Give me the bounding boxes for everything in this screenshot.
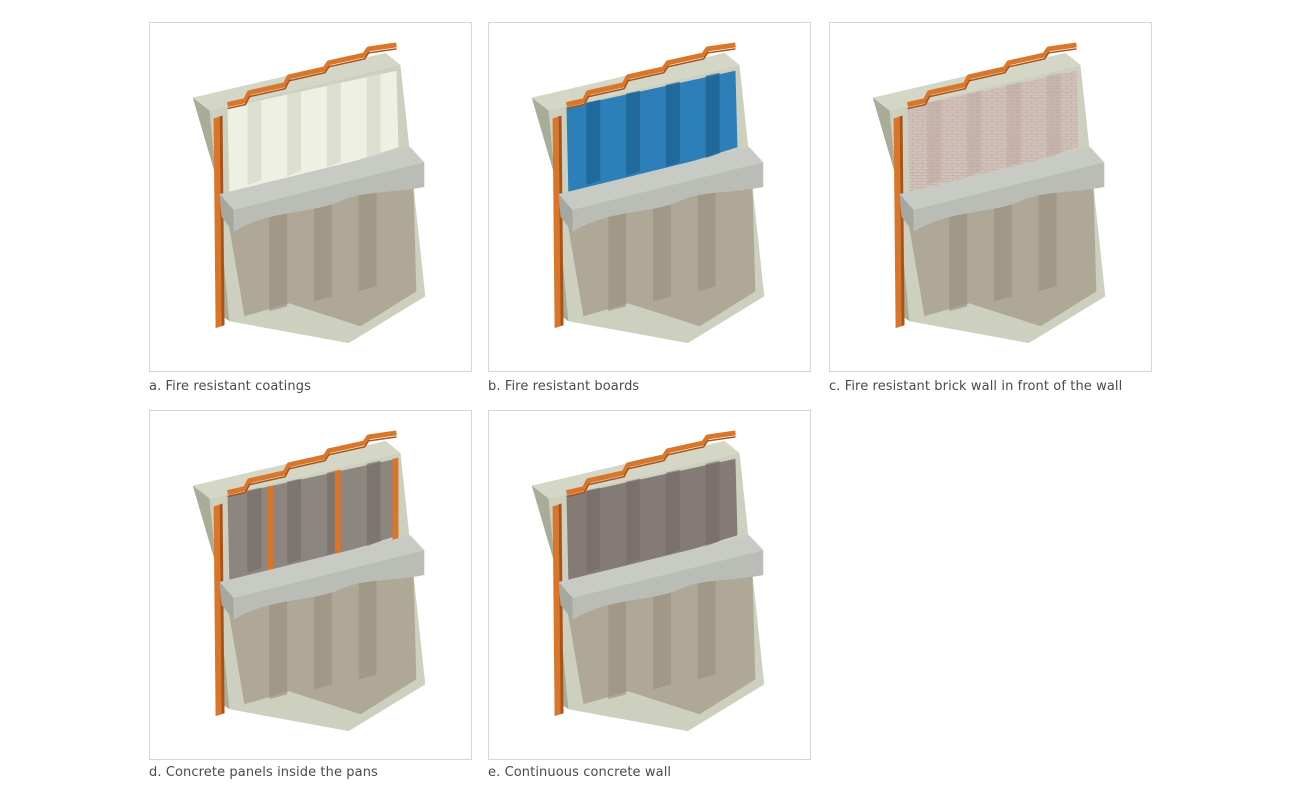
lower-wall-fold [358, 188, 377, 292]
steel-flange [267, 485, 274, 574]
lower-wall-fold [608, 207, 627, 312]
figure-e-caption: e. Continuous concrete wall [488, 765, 672, 780]
soil-top-face [531, 52, 740, 111]
steel-pile-edge-shadow [219, 503, 225, 715]
continuous-upper-surface [566, 458, 738, 588]
soil-top-face [872, 52, 1081, 111]
figure-e-illustration [531, 430, 765, 732]
pan-fold [626, 478, 641, 565]
figure-a-panel [149, 22, 472, 372]
pan-fold [927, 99, 942, 186]
soil-top-face [531, 440, 740, 499]
pan-fold [1046, 72, 1061, 159]
pan-fold [287, 478, 302, 565]
steel-pile-top-shadow [566, 48, 736, 110]
steel-flange [392, 457, 399, 546]
slab-front [572, 550, 764, 620]
slab-top [558, 147, 764, 210]
figure-b-illustration [531, 42, 765, 344]
slab-side [558, 194, 573, 232]
slab-front [233, 162, 425, 232]
pan-fold [586, 99, 601, 186]
slab-top [219, 147, 425, 210]
steel-pile-top [226, 42, 397, 108]
steel-pile-edge [552, 116, 561, 329]
figure-a-illustration [192, 42, 426, 344]
steel-pile-edge [893, 116, 902, 329]
slab-side [558, 582, 573, 620]
lower-wall-fold [697, 576, 716, 680]
pan-fold [626, 90, 641, 177]
steel-pile-edge-shadow [219, 115, 225, 327]
figure-d-illustration [192, 430, 426, 732]
soil-top-face [192, 52, 401, 111]
figure-b-panel [488, 22, 811, 372]
lower-wall-fold [993, 197, 1012, 302]
steel-pile-top [906, 42, 1077, 108]
pan-fold [967, 90, 982, 177]
steel-flange [334, 469, 341, 558]
pan-fold [247, 99, 262, 186]
lower-wall-fold [652, 197, 671, 302]
coating-upper-surface [227, 70, 399, 200]
steel-pile-top-shadow [227, 436, 397, 498]
lower-wall-fold [697, 188, 716, 292]
pan-fold [705, 72, 720, 159]
lower-wall-fold [1038, 188, 1057, 292]
figure-c-panel [829, 22, 1152, 372]
slab-side [219, 582, 234, 620]
lower-wall-fold [269, 595, 288, 700]
figure-c-caption: c. Fire resistant brick wall in front of… [829, 379, 1123, 394]
steel-pile-edge [213, 504, 222, 717]
figure-e-panel [488, 410, 811, 760]
pan-fold [366, 72, 381, 159]
slab-front [913, 162, 1105, 232]
figure-c-illustration [872, 42, 1106, 344]
steel-pile-top-shadow [227, 48, 397, 110]
lower-wall-fold [358, 576, 377, 680]
steel-pile-edge-shadow [558, 115, 564, 327]
figure-b-caption: b. Fire resistant boards [488, 379, 640, 394]
pan-fold [1006, 81, 1021, 168]
lower-wall-fold [269, 207, 288, 312]
slab-top [899, 147, 1105, 210]
steel-pile-top [565, 42, 736, 108]
pan-fold [665, 81, 680, 168]
slab-front [572, 162, 764, 232]
lower-wall-fold [608, 595, 627, 700]
figure-a-caption: a. Fire resistant coatings [149, 379, 311, 394]
pan-fold [366, 460, 381, 547]
lower-wall-fold [949, 207, 968, 312]
pan-fold [586, 487, 601, 574]
steel-pile-edge-shadow [558, 503, 564, 715]
steel-pile-edge [213, 116, 222, 329]
slab-side [899, 194, 914, 232]
steel-pile-top [565, 430, 736, 496]
pan-fold [705, 460, 720, 547]
steel-pile-edge [552, 504, 561, 717]
figure-d-panel [149, 410, 472, 760]
pan-fold [665, 469, 680, 556]
figure-d-caption: d. Concrete panels inside the pans [149, 765, 378, 780]
lower-wall-fold [313, 197, 332, 302]
boards-upper-surface [566, 70, 738, 200]
lower-wall-fold [652, 585, 671, 690]
brick-upper-surface [907, 70, 1079, 200]
slab-top [558, 535, 764, 598]
soil-top-face [192, 440, 401, 499]
slab-front [233, 550, 425, 620]
steel-pile-edge-shadow [899, 115, 905, 327]
steel-pile-top-shadow [566, 436, 736, 498]
lower-wall-fold [313, 585, 332, 690]
pan-fold [287, 90, 302, 177]
steel-pile-top-shadow [907, 48, 1077, 110]
pan-fold [326, 81, 341, 168]
steel-pile-top [226, 430, 397, 496]
pan-fold [247, 487, 262, 574]
slab-side [219, 194, 234, 232]
slab-top [219, 535, 425, 598]
